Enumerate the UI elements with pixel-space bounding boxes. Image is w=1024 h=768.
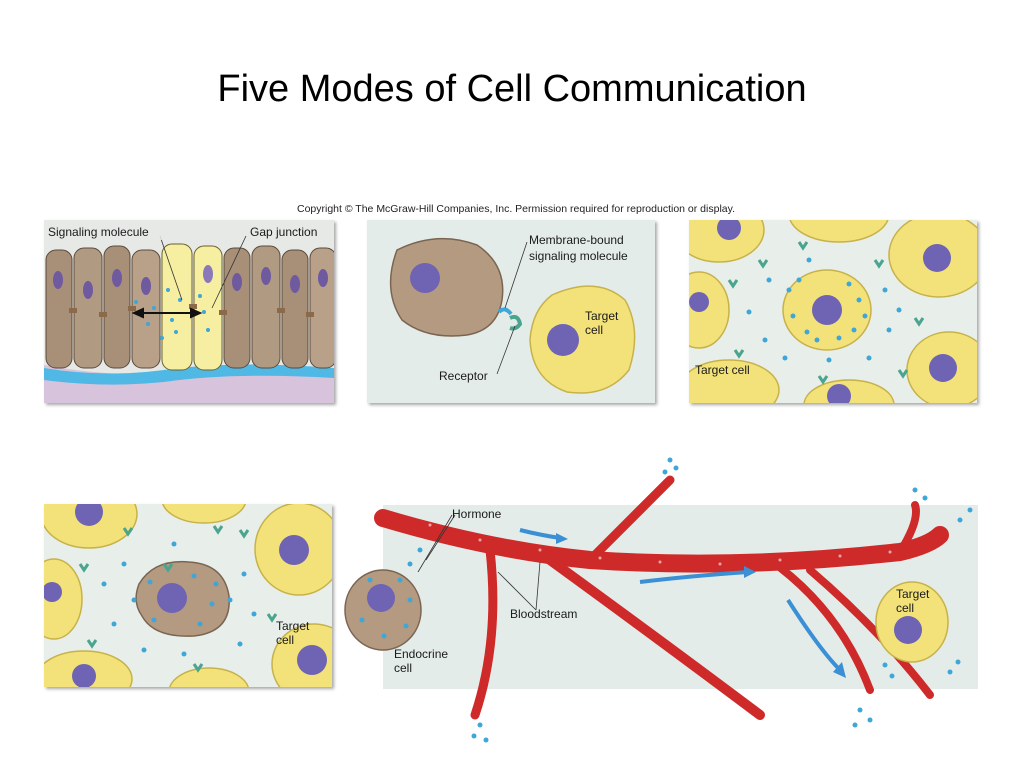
label-signaling-molecule: Signaling molecule <box>48 225 149 239</box>
label-target-2: cell <box>276 633 294 647</box>
secreting-cell-nucleus <box>812 295 842 325</box>
receptors <box>727 241 925 385</box>
hormone-dots <box>359 457 973 743</box>
membrane-bound-molecule <box>497 307 513 316</box>
receptor-shape <box>509 314 523 331</box>
panel-autocrine: Target cell <box>44 504 332 687</box>
label-membrane-bound-2: signaling molecule <box>529 249 628 263</box>
label-target-1: Target <box>896 587 930 601</box>
signaling-cell <box>389 237 504 337</box>
paracrine-signal-dots <box>746 257 902 363</box>
panel-contact-dependent: Membrane-bound signaling molecule Target… <box>367 220 655 403</box>
autocrine-illustration: Target cell <box>44 504 332 687</box>
panel-paracrine: Target cell <box>689 220 977 403</box>
label-membrane-bound-1: Membrane-bound <box>529 233 624 247</box>
label-receptor: Receptor <box>439 369 488 383</box>
basement-membrane <box>44 364 334 385</box>
gap-junction-plugs <box>69 304 314 317</box>
surrounding-nuclei <box>44 504 327 687</box>
label-gap-junction: Gap junction <box>250 225 317 239</box>
copyright-notice: Copyright © The McGraw-Hill Companies, I… <box>296 203 736 215</box>
target-cell <box>529 285 636 394</box>
panel-gap-junction: Signaling molecule Gap junction <box>44 220 334 403</box>
label-target-cell: Target cell <box>695 363 750 377</box>
label-hormone: Hormone <box>452 507 502 521</box>
target-nuclei <box>689 220 957 403</box>
flow-arrows <box>519 528 846 678</box>
slide-title: Five Modes of Cell Communication <box>217 68 807 110</box>
label-target-1: Target <box>276 619 310 633</box>
autocrine-cell-nucleus <box>157 583 187 613</box>
double-arrow <box>131 307 203 319</box>
blood-highlights <box>428 523 892 566</box>
paracrine-illustration: Target cell <box>689 220 977 403</box>
signaling-cell-nucleus <box>410 263 440 293</box>
blood-vessels <box>374 475 949 720</box>
label-endocrine-2: cell <box>394 661 412 675</box>
autocrine-signal-dots <box>101 541 257 657</box>
label-target-1: Target <box>585 309 619 323</box>
panel-endocrine: Hormone Bloodstream Target cell Endocrin… <box>340 440 1000 760</box>
gap-junction-illustration: Signaling molecule Gap junction <box>44 220 334 403</box>
signal-dots <box>134 288 210 340</box>
endocrine-illustration: Hormone Bloodstream Target cell Endocrin… <box>344 457 978 743</box>
receptors <box>78 525 278 673</box>
label-bloodstream: Bloodstream <box>510 607 577 621</box>
target-cell-nucleus <box>547 324 579 356</box>
label-endocrine-1: Endocrine <box>394 647 448 661</box>
epithelial-cells <box>45 243 334 371</box>
distant-target-nucleus <box>894 616 922 644</box>
label-target-2: cell <box>585 323 603 337</box>
label-target-2: cell <box>896 601 914 615</box>
contact-dependent-illustration: Membrane-bound signaling molecule Target… <box>367 220 655 403</box>
endocrine-cell-nucleus <box>367 584 395 612</box>
